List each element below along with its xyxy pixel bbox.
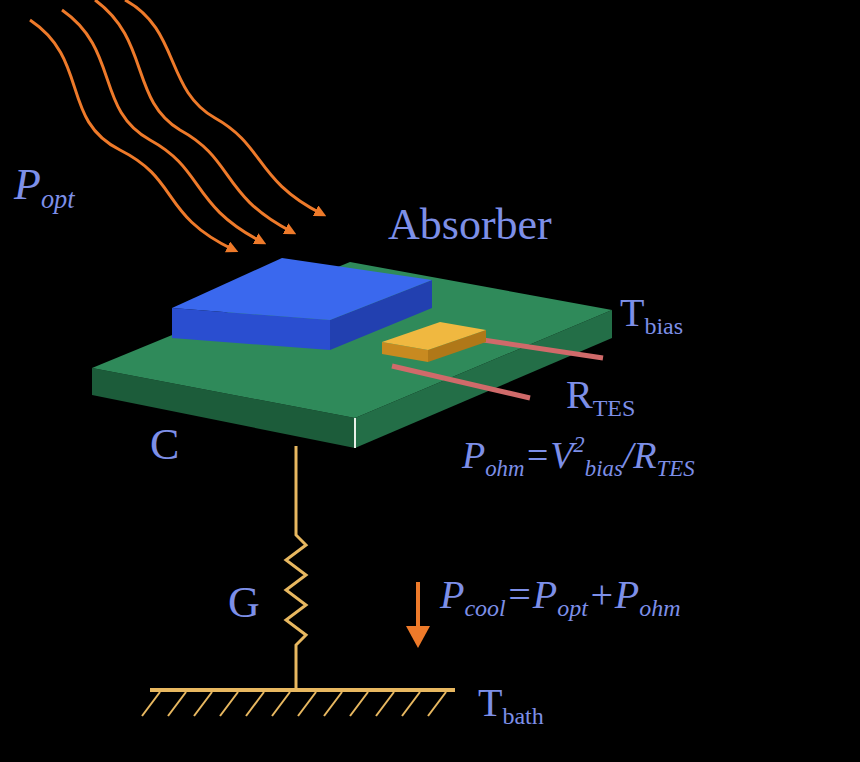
hatch-stroke [220, 692, 238, 716]
text-part: +P [588, 572, 639, 617]
text-part: C [150, 420, 179, 469]
text-part: P [462, 434, 485, 476]
hatch-stroke [402, 692, 420, 716]
thermal-link-spring [286, 446, 306, 690]
text-part: opt [557, 595, 588, 621]
text-part: bath [502, 703, 543, 729]
part-name: Absorber [388, 200, 552, 251]
conductance-symbol: G [228, 578, 260, 629]
text-part: ohm [639, 595, 680, 621]
text-part: P [14, 160, 41, 209]
text-part: 2 [573, 432, 584, 457]
text-part: bias [585, 456, 623, 481]
text-part: cool [464, 595, 505, 621]
hatch-stroke [298, 692, 316, 716]
radiation-arrows [30, 0, 322, 250]
hatch-stroke [142, 692, 160, 716]
text-part: P [440, 572, 464, 617]
text-part: T [620, 290, 644, 335]
absorber-block [172, 258, 432, 350]
hatch-stroke [194, 692, 212, 716]
heat-flow-arrow [406, 582, 430, 648]
text-part: /R [623, 434, 657, 476]
hatch-stroke [168, 692, 186, 716]
text-part: =V [524, 434, 573, 476]
hatch-stroke [246, 692, 264, 716]
thermal-bath [142, 690, 455, 716]
hatch-stroke [350, 692, 368, 716]
text-part: opt [41, 184, 75, 214]
text-part: TES [593, 395, 636, 421]
resistance-symbol: RTES [566, 372, 635, 423]
hatch-stroke [428, 692, 446, 716]
hatch-stroke [324, 692, 342, 716]
temperature-symbol: Tbath [478, 680, 544, 731]
text-part: ohm [485, 456, 524, 481]
text-part: T [478, 680, 502, 725]
hatch-stroke [376, 692, 394, 716]
text-part: bias [644, 313, 683, 339]
text-part: R [566, 372, 593, 417]
text-part: Absorber [388, 200, 552, 249]
text-part: =P [506, 572, 557, 617]
text-part: TES [657, 456, 695, 481]
equation: Pohm=V2bias/RTES [462, 432, 695, 482]
text-part: G [228, 578, 260, 627]
temperature-symbol: Tbias [620, 290, 683, 341]
power-symbol: Popt [14, 160, 75, 215]
equation: Pcool=Popt+Pohm [440, 572, 681, 623]
hatch-stroke [272, 692, 290, 716]
heat-capacity-symbol: C [150, 420, 179, 471]
